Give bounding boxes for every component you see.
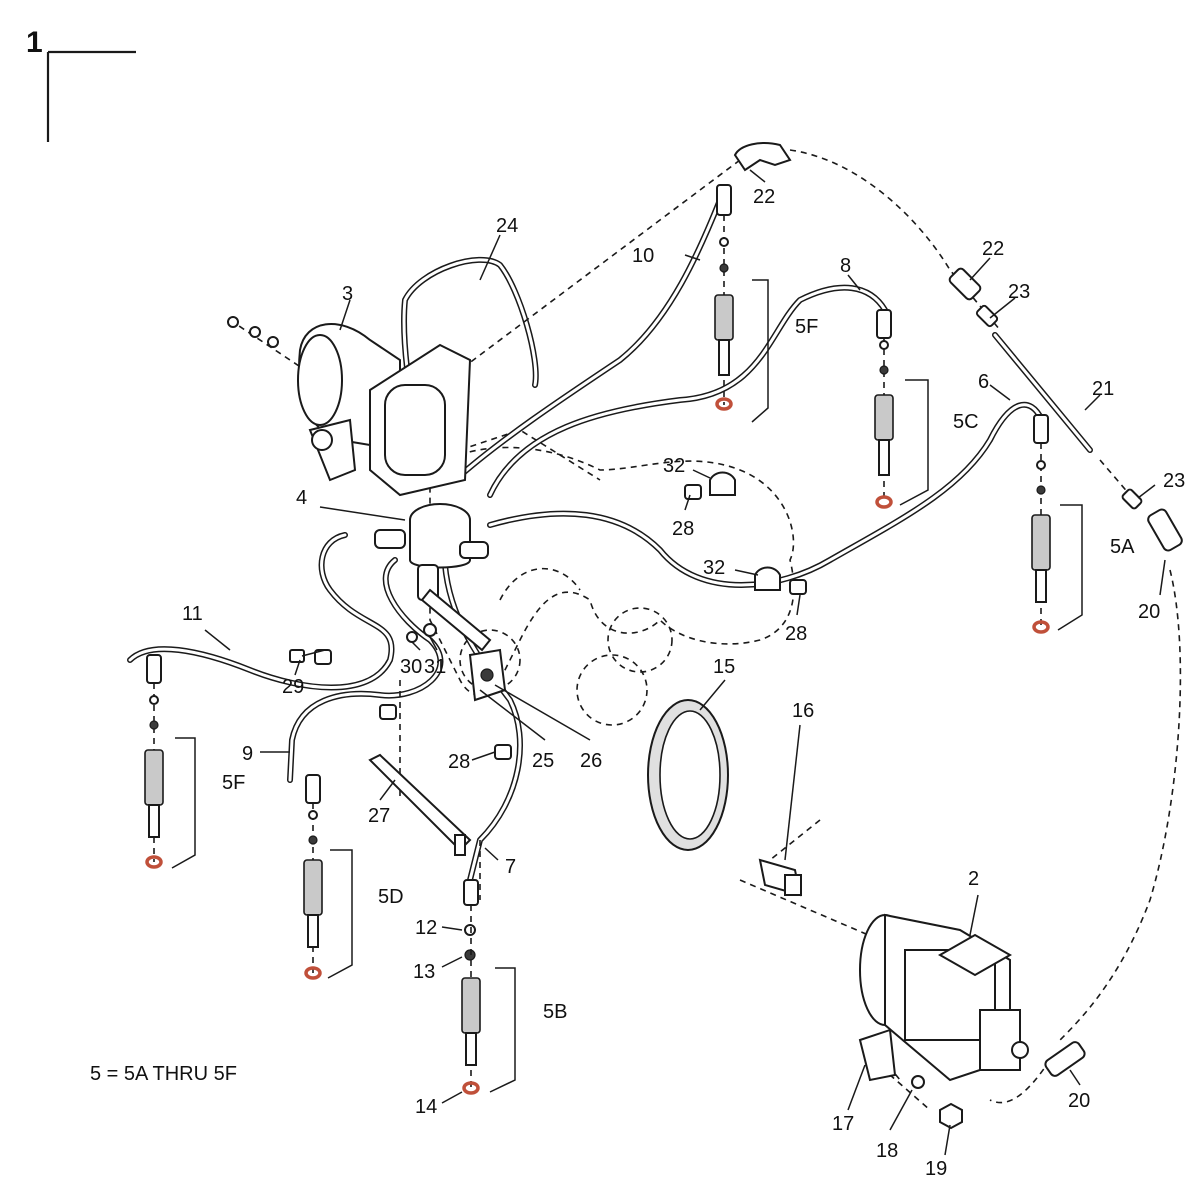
callout-5C: 5C: [953, 411, 979, 433]
callout-23-top: 23: [1008, 281, 1030, 303]
callout-20-bottom: 20: [1068, 1090, 1090, 1112]
callout-31: 31: [424, 656, 446, 678]
callout-14: 14: [415, 1096, 437, 1118]
callout-25: 25: [532, 750, 554, 772]
callout-32-b: 32: [703, 557, 725, 579]
callout-3: 3: [342, 283, 353, 305]
part-19-nut: [939, 1102, 963, 1130]
callout-8: 8: [840, 255, 851, 277]
part-15-gasket: [647, 699, 729, 851]
callout-2: 2: [968, 868, 979, 890]
spark-plug-5B: [461, 879, 481, 1095]
tube-8: [487, 284, 888, 498]
part-22-elbow-top: [733, 142, 792, 172]
callout-9: 9: [242, 743, 253, 765]
spark-plug-5F-left: [144, 654, 164, 869]
callout-leaders: [204, 169, 1166, 1156]
callout-19: 19: [925, 1158, 947, 1180]
part-20-connector-right: [1147, 508, 1183, 552]
part-31-washer: [423, 623, 437, 637]
callout-4: 4: [296, 487, 307, 509]
callout-5F-left: 5F: [222, 772, 245, 794]
part-18-washer: [911, 1075, 925, 1089]
callout-5D: 5D: [378, 886, 404, 908]
part-25-bracket: [468, 648, 507, 702]
part-2-magneto: [858, 913, 1029, 1082]
callout-5B: 5B: [543, 1001, 567, 1023]
tube-6: [487, 401, 1045, 588]
spark-plug-5D: [303, 774, 323, 980]
callout-17: 17: [832, 1113, 854, 1135]
part-16-coupling: [758, 858, 802, 897]
part-30-washer: [406, 631, 418, 643]
callout-26: 26: [580, 750, 602, 772]
part-13-seal: [464, 949, 476, 961]
part-21-hose: [992, 332, 1093, 453]
callout-16: 16: [792, 700, 814, 722]
callout-32-a: 32: [663, 455, 685, 477]
callout-29: 29: [282, 676, 304, 698]
spark-plug-5A: [1031, 414, 1051, 634]
callout-28-b: 28: [785, 623, 807, 645]
tube-9: [287, 557, 444, 783]
callout-22-top: 22: [753, 186, 775, 208]
part-29-bolt: [289, 649, 326, 663]
part-12-washer: [464, 924, 476, 936]
figure-label: 1: [26, 26, 43, 59]
callout-21: 21: [1092, 378, 1114, 400]
group-brackets: [171, 279, 1083, 1093]
part-3-starter: [227, 316, 472, 497]
callout-labels: 2 3 4 5A 5B 5C 5D 5F 5F 6 7 8 9 10 11 12…: [182, 186, 1185, 1180]
callout-12: 12: [415, 917, 437, 939]
callout-15: 15: [713, 656, 735, 678]
part-23-adapter-right: [1121, 488, 1143, 510]
callout-23-right: 23: [1163, 470, 1185, 492]
spark-plug-5C: [874, 309, 894, 509]
callout-6: 6: [978, 371, 989, 393]
callout-20-right: 20: [1138, 601, 1160, 623]
callout-24: 24: [496, 215, 518, 237]
tube-10: [452, 197, 723, 483]
tube-11: [127, 532, 395, 691]
spark-plug-5F-top: [714, 184, 734, 411]
callout-30: 30: [400, 656, 422, 678]
callout-11: 11: [182, 603, 203, 625]
part-20-connector-bottom: [1044, 1041, 1086, 1077]
callout-13: 13: [413, 961, 435, 983]
part-32-clamps: [709, 471, 781, 591]
callout-22-right: 22: [982, 238, 1004, 260]
callout-27: 27: [368, 805, 390, 827]
part-27-bracket: [368, 753, 472, 856]
part-23-adapter-top: [975, 304, 999, 328]
part-4-distributor: [374, 503, 492, 652]
range-note: 5 = 5A THRU 5F: [90, 1063, 237, 1085]
callout-10: 10: [632, 245, 654, 267]
callout-28-c: 28: [448, 751, 470, 773]
part-28-clips: [314, 484, 807, 760]
callout-5F-top: 5F: [795, 316, 818, 338]
callout-5A: 5A: [1110, 536, 1135, 558]
callout-28-a: 28: [672, 518, 694, 540]
callout-18: 18: [876, 1140, 898, 1162]
figure-marker: 1: [26, 26, 136, 142]
callout-7: 7: [505, 856, 516, 878]
